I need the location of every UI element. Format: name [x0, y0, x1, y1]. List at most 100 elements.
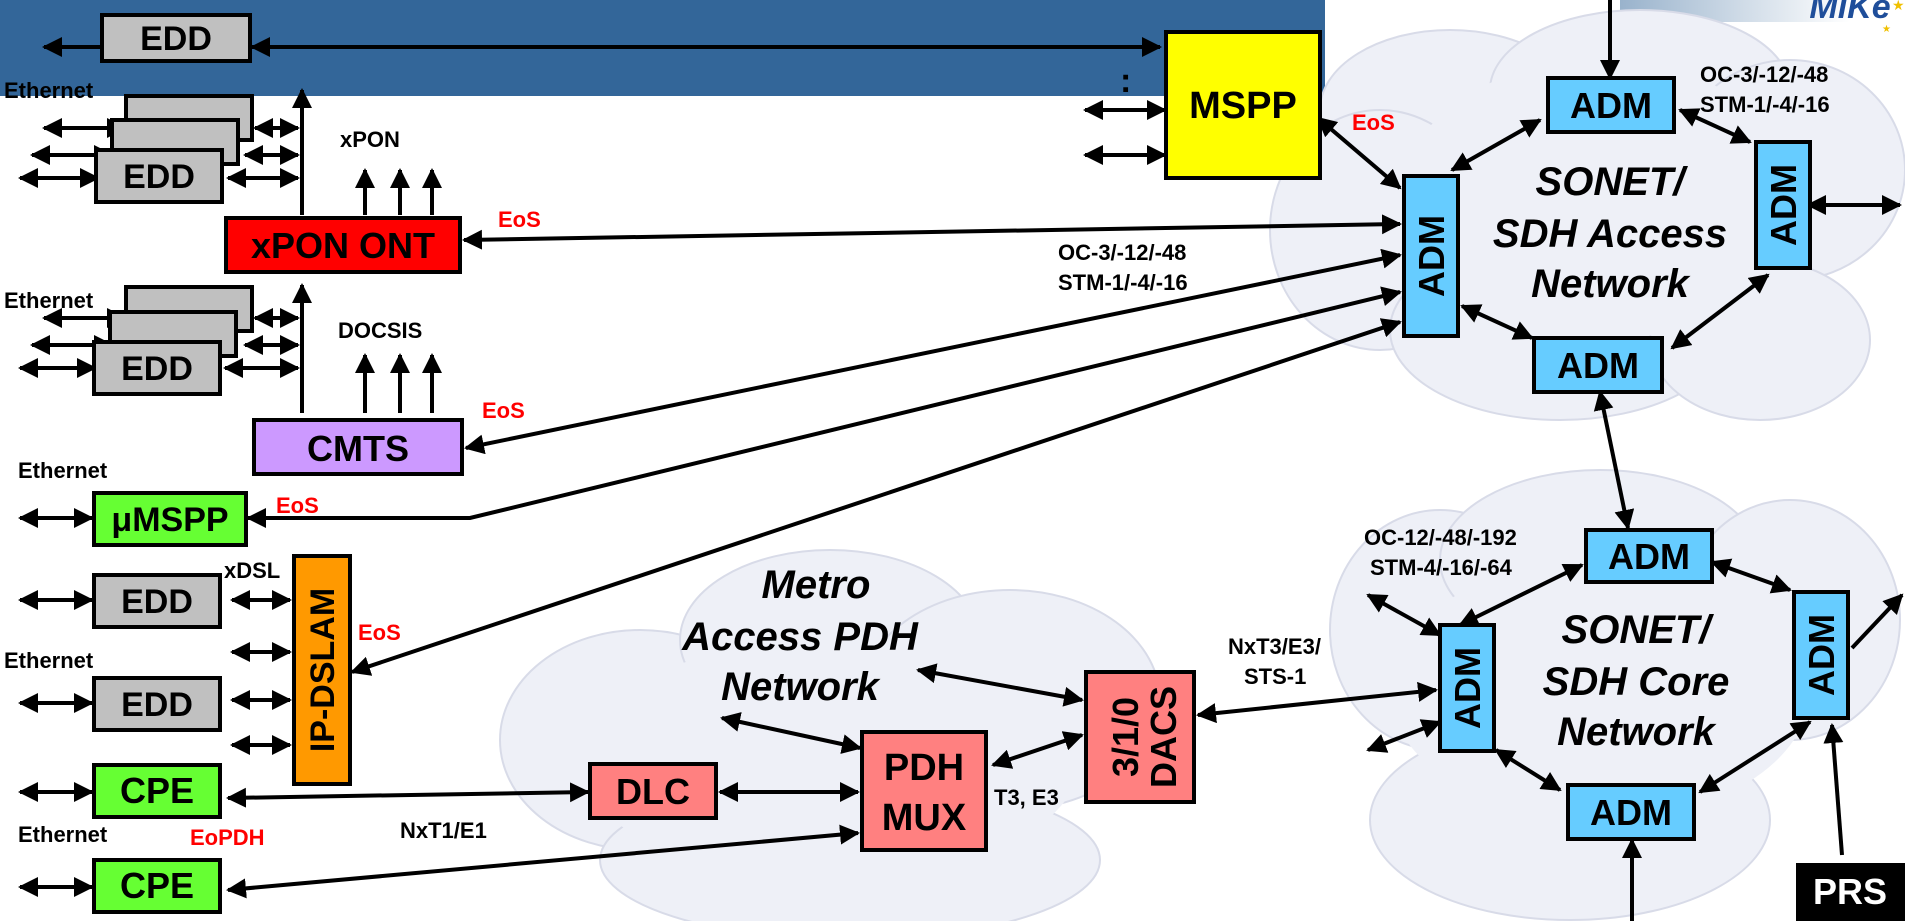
access-network-title: SONET/ SDH Access Network	[1493, 160, 1727, 306]
logo-star-icon: ★	[1892, 0, 1905, 13]
adm-core-left[interactable]: ADM	[1438, 623, 1496, 753]
adm-core-bottom-label: ADM	[1590, 792, 1672, 833]
oc-access-label-1: OC-3/-12/-48	[1058, 240, 1186, 265]
mike-logo: MiKe	[1809, 0, 1890, 26]
edd-docsis-stack[interactable]: EDD	[92, 285, 254, 396]
edd-docsis-label: EDD	[121, 350, 193, 388]
dlc-box[interactable]: DLC	[588, 762, 718, 820]
adm-access-top[interactable]: ADM	[1546, 76, 1676, 134]
link-mspp-adm	[1316, 116, 1402, 190]
ip-dslam-label: IP-DSLAM	[304, 588, 342, 752]
svg-text:Network: Network	[721, 665, 881, 709]
svg-text:SONET/: SONET/	[1562, 608, 1715, 652]
ethernet-label-2: Ethernet	[4, 288, 94, 313]
edd-top-label: EDD	[140, 20, 212, 58]
diagram-labels: Ethernet Ethernet Ethernet Ethernet Ethe…	[4, 62, 1830, 847]
adm-core-right[interactable]: ADM	[1792, 590, 1850, 720]
link-cpe-dlc	[226, 782, 590, 808]
nxt3-label-1: NxT3/E3/	[1228, 634, 1321, 659]
link-core-right-out	[1850, 593, 1904, 650]
ethernet-label-1: Ethernet	[4, 78, 94, 103]
docsis-label: DOCSIS	[338, 318, 422, 343]
edd-top-box[interactable]: EDD	[100, 13, 252, 63]
cpe-2-label: CPE	[120, 865, 194, 906]
edd-xdsl-2-label: EDD	[121, 686, 193, 724]
link-mux-dacs	[991, 731, 1084, 769]
link-ring-adm-right-bottom	[1670, 273, 1770, 350]
oc-core-label-2: STM-4/-16/-64	[1370, 555, 1513, 580]
t3e3-label: T3, E3	[994, 785, 1059, 810]
link-core-left-out-top	[1366, 593, 1442, 637]
eos-label-umspp: EoS	[276, 493, 319, 518]
mspp-label: MSPP	[1189, 85, 1297, 127]
eos-label-mspp: EoS	[1352, 110, 1395, 135]
cpe-2-box[interactable]: CPE	[92, 858, 222, 914]
edd-xdsl-2-box[interactable]: EDD	[92, 676, 222, 732]
oc-access-label-2: STM-1/-4/-16	[1058, 270, 1188, 295]
ethernet-label-5: Ethernet	[18, 822, 108, 847]
adm-core-bottom[interactable]: ADM	[1566, 783, 1696, 841]
edd-xdsl-1-label: EDD	[121, 583, 193, 621]
link-ring-adm-top-left	[1450, 118, 1542, 172]
svg-text:Network: Network	[1557, 710, 1717, 754]
adm-core-top[interactable]: ADM	[1584, 528, 1714, 584]
cpe-1-box[interactable]: CPE	[92, 763, 222, 819]
link-xpon-adm	[462, 214, 1402, 250]
core-network-title: SONET/ SDH Core Network	[1543, 608, 1730, 754]
link-prs-core	[1823, 723, 1844, 856]
adm-access-left[interactable]: ADM	[1402, 174, 1460, 338]
adm-core-right-label: ADM	[1801, 614, 1842, 696]
adm-access-top-label: ADM	[1570, 85, 1652, 126]
logo-star-icon: ★	[1882, 24, 1891, 35]
xpon-ont-box[interactable]: xPON ONT	[224, 216, 462, 274]
svg-text:SDH Access: SDH Access	[1493, 212, 1727, 256]
cmts-box[interactable]: CMTS	[252, 418, 464, 476]
edd-xdsl-1-box[interactable]: EDD	[92, 573, 222, 629]
eos-label-dslam: EoS	[358, 620, 401, 645]
mspp-box[interactable]: MSPP	[1164, 30, 1322, 180]
link-dacs-core	[1196, 681, 1438, 724]
link-core-left-out-bottom	[1366, 719, 1442, 753]
pdh-mux-box[interactable]: PDH MUX	[860, 730, 988, 852]
link-cmts-adm	[464, 248, 1402, 455]
adm-access-right-label: ADM	[1763, 164, 1804, 246]
eos-label-cmts: EoS	[482, 398, 525, 423]
dacs-box[interactable]: 3/1/0 DACS	[1084, 670, 1196, 804]
nxt3-label-2: STS-1	[1244, 664, 1306, 689]
pdh-mux-label-2: MUX	[882, 797, 967, 839]
eos-label-xpon: EoS	[498, 207, 541, 232]
link-core-right-bottom	[1698, 720, 1812, 794]
link-access-core	[1593, 390, 1635, 530]
adm-core-top-label: ADM	[1608, 536, 1690, 577]
link-ring-adm-left-bottom	[1460, 304, 1534, 340]
edd-xpon-stack[interactable]: EDD	[94, 94, 254, 204]
link-dacs-metro	[916, 663, 1084, 707]
adm-access-right[interactable]: ADM	[1754, 140, 1812, 270]
adm-access-left-label: ADM	[1411, 215, 1452, 297]
dacs-label-1: 3/1/0	[1105, 697, 1146, 777]
svg-text:Network: Network	[1531, 262, 1691, 306]
oc-ring-label-2: STM-1/-4/-16	[1700, 92, 1830, 117]
dacs-label-2: DACS	[1143, 686, 1184, 788]
umspp-box[interactable]: μMSPP	[92, 491, 248, 547]
svg-text:Access PDH: Access PDH	[681, 615, 919, 659]
prs-box[interactable]: PRS	[1796, 863, 1905, 921]
adm-access-bottom[interactable]: ADM	[1532, 336, 1664, 394]
umspp-label: μMSPP	[111, 501, 228, 539]
ethernet-label-4: Ethernet	[4, 648, 94, 673]
svg-text:SONET/: SONET/	[1536, 160, 1689, 204]
connection-lines	[18, 0, 1904, 921]
link-mux-metro	[720, 712, 862, 754]
xdsl-label: xDSL	[224, 558, 280, 583]
link-core-left-bottom	[1494, 748, 1562, 792]
oc-ring-label-1: OC-3/-12/-48	[1700, 62, 1828, 87]
link-core-top-right	[1710, 558, 1792, 594]
ip-dslam-box[interactable]: IP-DSLAM	[292, 554, 352, 786]
pdh-mux-label-1: PDH	[884, 747, 964, 789]
adm-access-bottom-label: ADM	[1557, 345, 1639, 386]
edd-xpon-label: EDD	[123, 158, 195, 196]
xpon-ont-label: xPON ONT	[251, 225, 435, 266]
eopdh-label: EoPDH	[190, 825, 265, 850]
